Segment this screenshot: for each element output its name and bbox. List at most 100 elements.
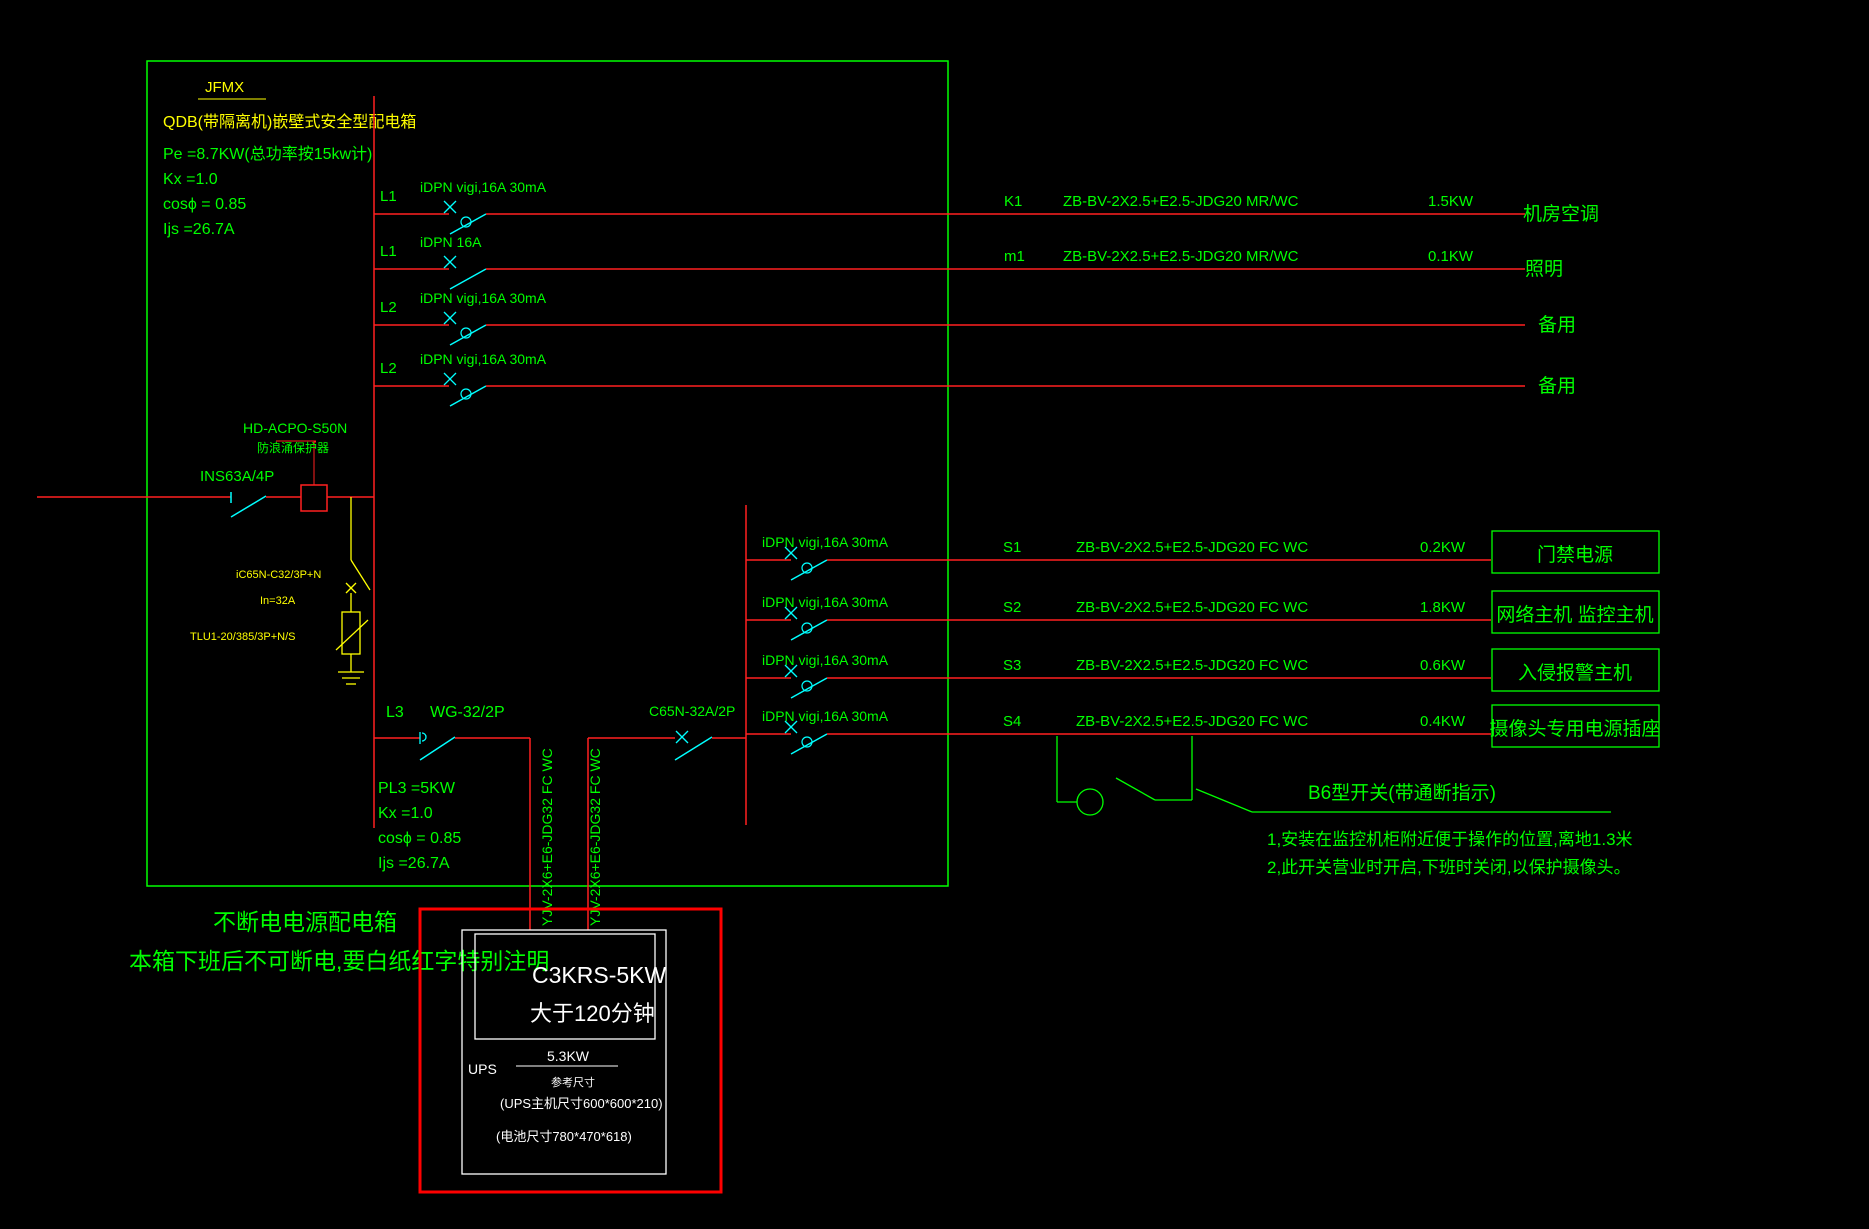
circuit-breaker-label: iDPN vigi,16A 30mA: [420, 351, 547, 367]
rcd-breaker-symbol: [443, 372, 487, 407]
circuit-id: S2: [1003, 599, 1021, 616]
circuit-cable: ZB-BV-2X2.5+E2.5-JDG20 MR/WC: [1063, 248, 1299, 265]
circuit-breaker-label: iDPN 16A: [420, 234, 482, 250]
surge-breaker-label: iC65N-C32/3P+N: [236, 569, 321, 581]
protector-label: 防浪涌保护器: [257, 440, 329, 455]
circuit-phase: L1: [380, 188, 397, 205]
circuit-breaker-label: iDPN vigi,16A 30mA: [762, 594, 889, 610]
ups-label-line2: 本箱下班后不可断电,要白纸红字特别注明: [129, 948, 549, 974]
ups-cabinet: [461, 929, 667, 1175]
load-box: [1491, 704, 1660, 748]
rcd-breaker-symbol: [443, 200, 487, 235]
ups-cable-in-label: YJV-2X6+E6-JDG32 FC WC: [587, 748, 603, 926]
rcd-breaker-symbol: [784, 606, 828, 641]
surge-protection-branch: [335, 497, 371, 685]
upper-circuit-row: L1 iDPN 16A m1 ZB-BV-2X2.5+E2.5-JDG20 MR/WC…: [374, 234, 1563, 290]
ups-phase-label: L3: [386, 704, 404, 721]
circuit-power: 1.8KW: [1420, 599, 1466, 616]
surge-device-label: TLU1-20/385/3P+N/S: [190, 631, 295, 643]
circuit-power: 0.2KW: [1420, 539, 1466, 556]
incoming-feeder: [37, 440, 374, 518]
surge-in-label: In=32A: [260, 595, 296, 607]
circuit-id: K1: [1004, 193, 1022, 210]
protector-model-label: HD-ACPO-S50N: [243, 420, 347, 436]
upper-circuit-row: L1 iDPN vigi,16A 30mA K1 ZB-BV-2X2.5+E2.5-J…: [374, 179, 1599, 235]
circuit-cable: ZB-BV-2X2.5+E2.5-JDG20 FC WC: [1076, 599, 1308, 616]
panel-ijs: Ijs =26.7A: [163, 221, 235, 238]
ups-pl-label: PL3 =5KW: [378, 780, 456, 797]
circuit-load: 门禁电源: [1537, 544, 1613, 566]
rcd-breaker-symbol: [784, 720, 828, 755]
lower-circuit-row: iDPN vigi,16A 30mA S2 ZB-BV-2X2.5+E2.5-JDG…: [746, 590, 1660, 641]
circuit-cable: ZB-BV-2X2.5+E2.5-JDG20 FC WC: [1076, 713, 1308, 730]
incoming-breaker-label: INS63A/4P: [200, 468, 274, 485]
circuit-breaker-label: iDPN vigi,16A 30mA: [762, 708, 889, 724]
upper-circuit-row: L2 iDPN vigi,16A 30mA 备用: [374, 351, 1576, 407]
circuit-load: 机房空调: [1523, 203, 1599, 225]
circuit-power: 1.5KW: [1428, 193, 1474, 210]
circuit-load: 备用: [1538, 314, 1576, 336]
ups-branch: [374, 730, 746, 930]
circuit-phase: L2: [380, 299, 397, 316]
ups-battery-size: (电池尺寸780*470*618): [496, 1129, 632, 1144]
ups-ref: 参考尺寸: [551, 1075, 595, 1089]
circuit-id: S1: [1003, 539, 1021, 556]
circuit-id: S3: [1003, 657, 1021, 674]
ups-ijs-label: Ijs =26.7A: [378, 855, 450, 872]
circuit-breaker-label: iDPN vigi,16A 30mA: [762, 652, 889, 668]
b6-note-line1: 1,安装在监控机柜附近便于操作的位置,离地1.3米: [1267, 830, 1633, 849]
panel-name: JFMX: [205, 79, 244, 96]
rcd-breaker-symbol: [784, 664, 828, 699]
circuit-cable: ZB-BV-2X2.5+E2.5-JDG20 FC WC: [1076, 539, 1308, 556]
panel-kx: Kx =1.0: [163, 171, 218, 188]
lower-circuit-row: iDPN vigi,16A 30mA S4 ZB-BV-2X2.5+E2.5-JDG…: [746, 704, 1661, 755]
ups-label-line1: 不断电电源配电箱: [213, 909, 397, 935]
breaker-symbol: [443, 255, 487, 290]
panel-cos: cosϕ = 0.85: [163, 196, 246, 213]
circuit-cable: ZB-BV-2X2.5+E2.5-JDG20 FC WC: [1076, 657, 1308, 674]
panel-frame: [146, 60, 949, 887]
circuit-load: 入侵报警主机: [1518, 662, 1632, 684]
ups-cos-label: cosϕ = 0.85: [378, 830, 461, 847]
rcd-breaker-symbol: [784, 546, 828, 581]
circuit-load: 照明: [1525, 259, 1563, 280]
load-box: [1491, 648, 1660, 692]
ups-breaker-label: WG-32/2P: [430, 704, 505, 721]
lower-circuit-row: iDPN vigi,16A 30mA S1 ZB-BV-2X2.5+E2.5-JDG…: [746, 530, 1660, 581]
circuit-phase: L2: [380, 360, 397, 377]
rcd-breaker-symbol: [443, 311, 487, 346]
ups-kx-label: Kx =1.0: [378, 805, 433, 822]
b6-switch-title: B6型开关(带通断指示): [1308, 782, 1496, 804]
ups-return-breaker-label: C65N-32A/2P: [649, 703, 735, 719]
circuit-power: 0.1KW: [1428, 248, 1474, 265]
circuit-id: S4: [1003, 713, 1021, 730]
ups-power: 5.3KW: [547, 1048, 590, 1064]
circuit-breaker-label: iDPN vigi,16A 30mA: [420, 179, 547, 195]
panel-type: QDB(带隔离机)嵌壁式安全型配电箱: [163, 112, 416, 131]
b6-note-line2: 2,此开关营业时开启,下班时关闭,以保护摄像头。: [1267, 858, 1631, 877]
upper-circuit-row: L2 iDPN vigi,16A 30mA 备用: [374, 290, 1576, 346]
b6-switch-symbol: [1056, 736, 1611, 816]
circuit-power: 0.6KW: [1420, 657, 1466, 674]
ups-highlight-frame: [418, 907, 723, 1194]
circuit-phase: L1: [380, 243, 397, 260]
ups-host-size: (UPS主机尺寸600*600*210): [500, 1096, 663, 1111]
ups-duration: 大于120分钟: [530, 1001, 655, 1026]
ups-display-panel: [474, 933, 656, 1040]
circuit-load: 备用: [1538, 375, 1576, 397]
circuit-breaker-label: iDPN vigi,16A 30mA: [762, 534, 889, 550]
circuit-load: 摄像头专用电源插座: [1489, 718, 1660, 740]
circuit-power: 0.4KW: [1420, 713, 1466, 730]
load-box: [1491, 530, 1660, 574]
panel-pe: Pe =8.7KW(总功率按15kw计): [163, 145, 372, 163]
circuit-breaker-label: iDPN vigi,16A 30mA: [420, 290, 547, 306]
circuit-cable: ZB-BV-2X2.5+E2.5-JDG20 MR/WC: [1063, 193, 1299, 210]
ups-model: C3KRS-5KW: [532, 962, 666, 988]
circuit-id: m1: [1004, 248, 1025, 265]
ups-tag: UPS: [468, 1061, 497, 1077]
circuit-load: 网络主机 监控主机: [1496, 604, 1653, 626]
